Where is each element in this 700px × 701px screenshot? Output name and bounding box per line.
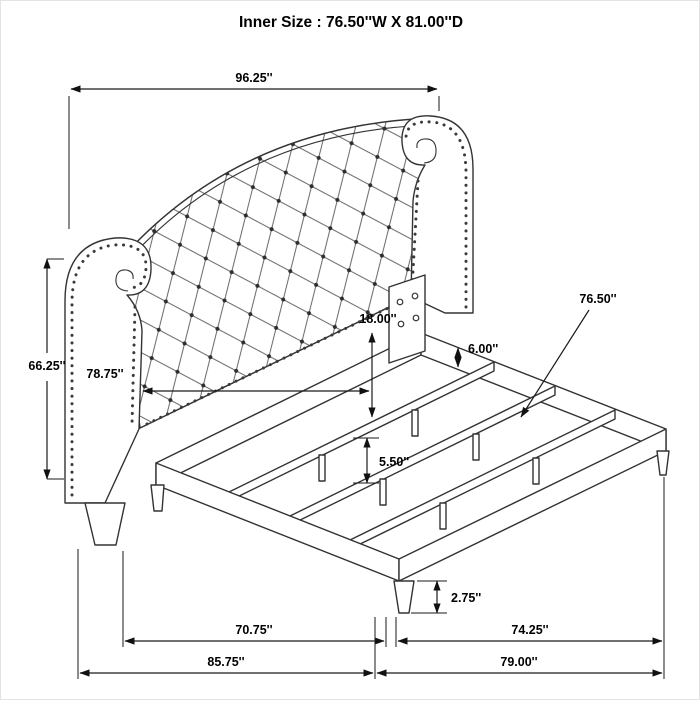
dimension-headboard-height: 66.25'' [28,258,66,480]
support-leg [318,454,326,482]
left-scroll-curl [115,269,134,292]
corner-leg-left [150,484,165,512]
dimension-label: 6.00'' [468,342,498,356]
dimension-label: 18.00'' [359,312,396,326]
dimension-label: 74.25'' [511,623,548,637]
corner-leg-front [393,580,415,614]
bolt-hole [397,320,405,328]
rail-bracket [388,274,426,364]
dimension-slat-length: 76.50'' [520,292,617,418]
support-leg [472,433,480,461]
dimension-label: 78.75'' [86,367,123,381]
right-scroll-post [401,115,474,314]
corner-leg-right [656,450,670,476]
dimension-label: 96.25'' [235,71,272,85]
dimension-side-rail-height: 6.00'' [454,342,498,368]
bolt-hole [412,314,420,322]
panel-bottom-nailhead-trim [145,296,411,426]
dimension-panel-to-rail: 18.00'' [359,312,397,418]
right-post-nailhead-trim [404,120,468,309]
dimension-frame-front-width: 70.75'' [122,551,387,647]
dimension-headboard-inner-width: 78.75'' [86,367,370,395]
left-post-inner-nailhead-trim [130,305,137,427]
dimension-overall-depth: 79.00'' [376,655,663,677]
dimension-label: 66.25'' [28,359,65,373]
dimension-label: 70.75'' [235,623,272,637]
bolt-hole [396,298,404,306]
support-leg [411,409,419,437]
dimension-headboard-overall-width: 96.25'' [68,71,440,229]
support-leg [379,478,387,506]
left-post-nailhead-trim [70,243,148,497]
support-leg [532,457,540,485]
dimension-label: 79.00'' [500,655,537,669]
dimension-frame-side-depth: 74.25'' [395,477,665,679]
dimension-overall-width: 85.75'' [77,549,376,679]
left-post-foot [84,502,126,546]
page-title: Inner Size : 76.50''W X 81.00''D [239,14,463,31]
dimension-label: 2.75'' [451,591,481,605]
right-post-inner-nailhead-trim [410,179,420,291]
bolt-hole [411,292,419,300]
dimension-label: 76.50'' [579,292,616,306]
left-scroll-post [64,237,152,504]
dimension-label: 5.50'' [379,455,409,469]
tufted-panel [118,117,434,429]
panel-top-edge-line [124,124,430,265]
support-leg [439,502,447,530]
bed-frame [150,332,670,614]
dimension-leg-height: 2.75'' [411,580,481,614]
dimension-center-support-height: 5.50'' [353,437,409,484]
right-scroll-curl [416,138,437,164]
headboard [64,115,474,546]
dimension-annotations: 96.25'' 66.25'' 18.00'' 78.75'' 6.00'' [28,71,665,679]
dimension-label: 85.75'' [207,655,244,669]
